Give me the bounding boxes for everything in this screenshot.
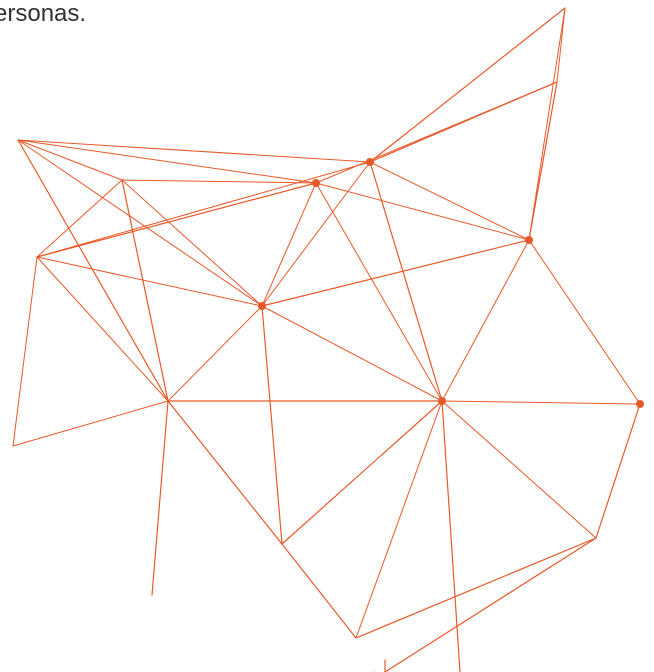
network-edge — [37, 257, 262, 306]
network-edge — [18, 140, 370, 162]
network-edge — [557, 8, 565, 82]
network-node — [438, 397, 446, 405]
network-edge — [370, 162, 442, 401]
network-edge — [168, 401, 282, 544]
network-node — [366, 158, 374, 166]
network-edge — [356, 401, 442, 638]
network-edge — [262, 306, 282, 544]
network-edge — [442, 240, 529, 401]
network-edge — [596, 404, 640, 538]
network-edge — [262, 240, 529, 306]
network-edge — [316, 183, 529, 240]
network-edge — [168, 306, 262, 401]
network-edge — [442, 401, 640, 404]
network-edge — [122, 180, 316, 183]
network-edge — [370, 162, 529, 240]
network-edge — [37, 162, 370, 257]
network-node — [525, 236, 533, 244]
network-edge — [37, 183, 316, 257]
network-edge — [356, 538, 596, 638]
network-edge — [316, 82, 557, 183]
network-edge — [18, 140, 168, 401]
network-edge — [529, 240, 640, 404]
network-edge — [282, 401, 442, 544]
network-edge — [122, 180, 168, 401]
network-edge — [282, 544, 356, 638]
network-edge — [442, 401, 460, 672]
network-node — [258, 302, 266, 310]
network-edge — [529, 8, 565, 240]
network-edge — [13, 257, 37, 446]
network-edge — [529, 82, 557, 240]
network-edge — [385, 538, 596, 672]
network-edge — [13, 401, 168, 446]
network-edge — [18, 140, 262, 306]
network-edge — [442, 401, 596, 538]
network-edge — [37, 257, 168, 401]
network-edge — [18, 140, 316, 183]
network-node — [636, 400, 644, 408]
network-edge — [370, 8, 565, 162]
network-node — [312, 179, 320, 187]
network-edge — [152, 401, 168, 595]
